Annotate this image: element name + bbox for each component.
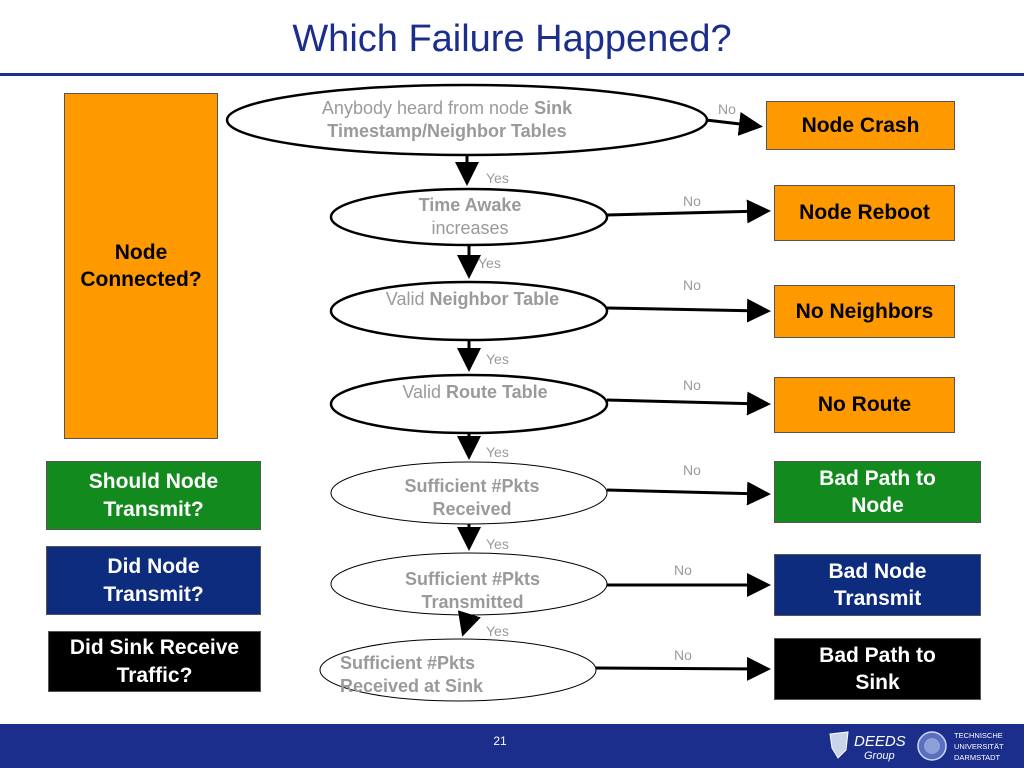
no-label-1: No — [718, 101, 736, 117]
no-label-4: No — [683, 377, 701, 393]
no-arrow-3 — [606, 298, 771, 323]
deeds-logo-title: DEEDS — [854, 733, 906, 750]
no-arrow-4 — [606, 391, 771, 416]
should-node-transmit-box: Should Node Transmit? — [46, 461, 261, 530]
tu-darmstadt-logo: TECHNISCHE UNIVERSITÄT DARMSTADT — [914, 728, 1018, 764]
did-sink-receive-box: Did Sink Receive Traffic? — [48, 631, 261, 692]
no-arrow-2 — [606, 199, 771, 224]
outcome-node-crash: Node Crash — [766, 101, 955, 150]
node-connected-label: Node Connected? — [80, 240, 202, 291]
did-node-transmit-label: Did Node Transmit? — [103, 555, 204, 606]
no-label-6: No — [674, 562, 692, 578]
yes-label-5: Yes — [486, 536, 509, 552]
outcome-no-neighbors: No Neighbors — [774, 285, 955, 338]
slide-title: Which Failure Happened? — [292, 18, 732, 60]
yes-label-6: Yes — [486, 623, 509, 639]
decision-4-text: Valid Route Table — [402, 382, 548, 402]
decision-1-text: Anybody heard from node Sink Timestamp/N… — [321, 98, 573, 141]
should-node-transmit-label: Should Node Transmit? — [88, 470, 219, 521]
yes-label-3: Yes — [486, 351, 509, 367]
outcome-bad-path-to-node: Bad Path to Node — [774, 461, 981, 523]
deeds-shield-icon — [829, 731, 849, 759]
footer-bar — [0, 724, 1024, 768]
no-arrow-5 — [606, 481, 771, 506]
outcome-bad-node-transmit: Bad Node Transmit — [774, 554, 981, 616]
outcome-bad-path-to-sink: Bad Path to Sink — [774, 638, 981, 700]
page-number: 21 — [493, 734, 507, 748]
node-connected-box: Node Connected? — [64, 93, 218, 439]
decision-5-text: Sufficient #Pkts Received — [404, 476, 540, 519]
did-sink-receive-label: Did Sink Receive Traffic? — [69, 636, 240, 687]
tud-logo-line2: UNIVERSITÄT — [954, 742, 1004, 751]
no-arrow-1 — [705, 111, 763, 136]
no-label-7: No — [674, 647, 692, 663]
deeds-group-logo: DEEDS Group — [829, 731, 906, 762]
outcome-node-reboot: Node Reboot — [774, 185, 955, 241]
outcome-no-route: No Route — [774, 377, 955, 433]
yes-arrow-6 — [457, 610, 481, 637]
yes-label-4: Yes — [486, 444, 509, 460]
deeds-logo-subtitle: Group — [864, 750, 895, 762]
title-divider — [0, 73, 1024, 76]
yes-label-2: Yes — [478, 255, 501, 271]
decision-3-text: Valid Neighbor Table — [385, 289, 560, 309]
no-label-3: No — [683, 277, 701, 293]
did-node-transmit-box: Did Node Transmit? — [46, 546, 261, 615]
decision-7-text: Sufficient #Pkts Received at Sink — [340, 653, 484, 696]
no-arrow-7 — [595, 656, 771, 681]
no-label-5: No — [683, 462, 701, 478]
decision-6-text: Sufficient #Pkts Transmitted — [404, 569, 541, 612]
decision-node-7 — [319, 638, 597, 702]
decision-2-text: Time Awake increases — [418, 195, 522, 238]
no-label-2: No — [683, 193, 701, 209]
yes-label-1: Yes — [486, 170, 509, 186]
tud-logo-line1: TECHNISCHE — [954, 731, 1003, 740]
tud-logo-line3: DARMSTADT — [954, 753, 1001, 762]
